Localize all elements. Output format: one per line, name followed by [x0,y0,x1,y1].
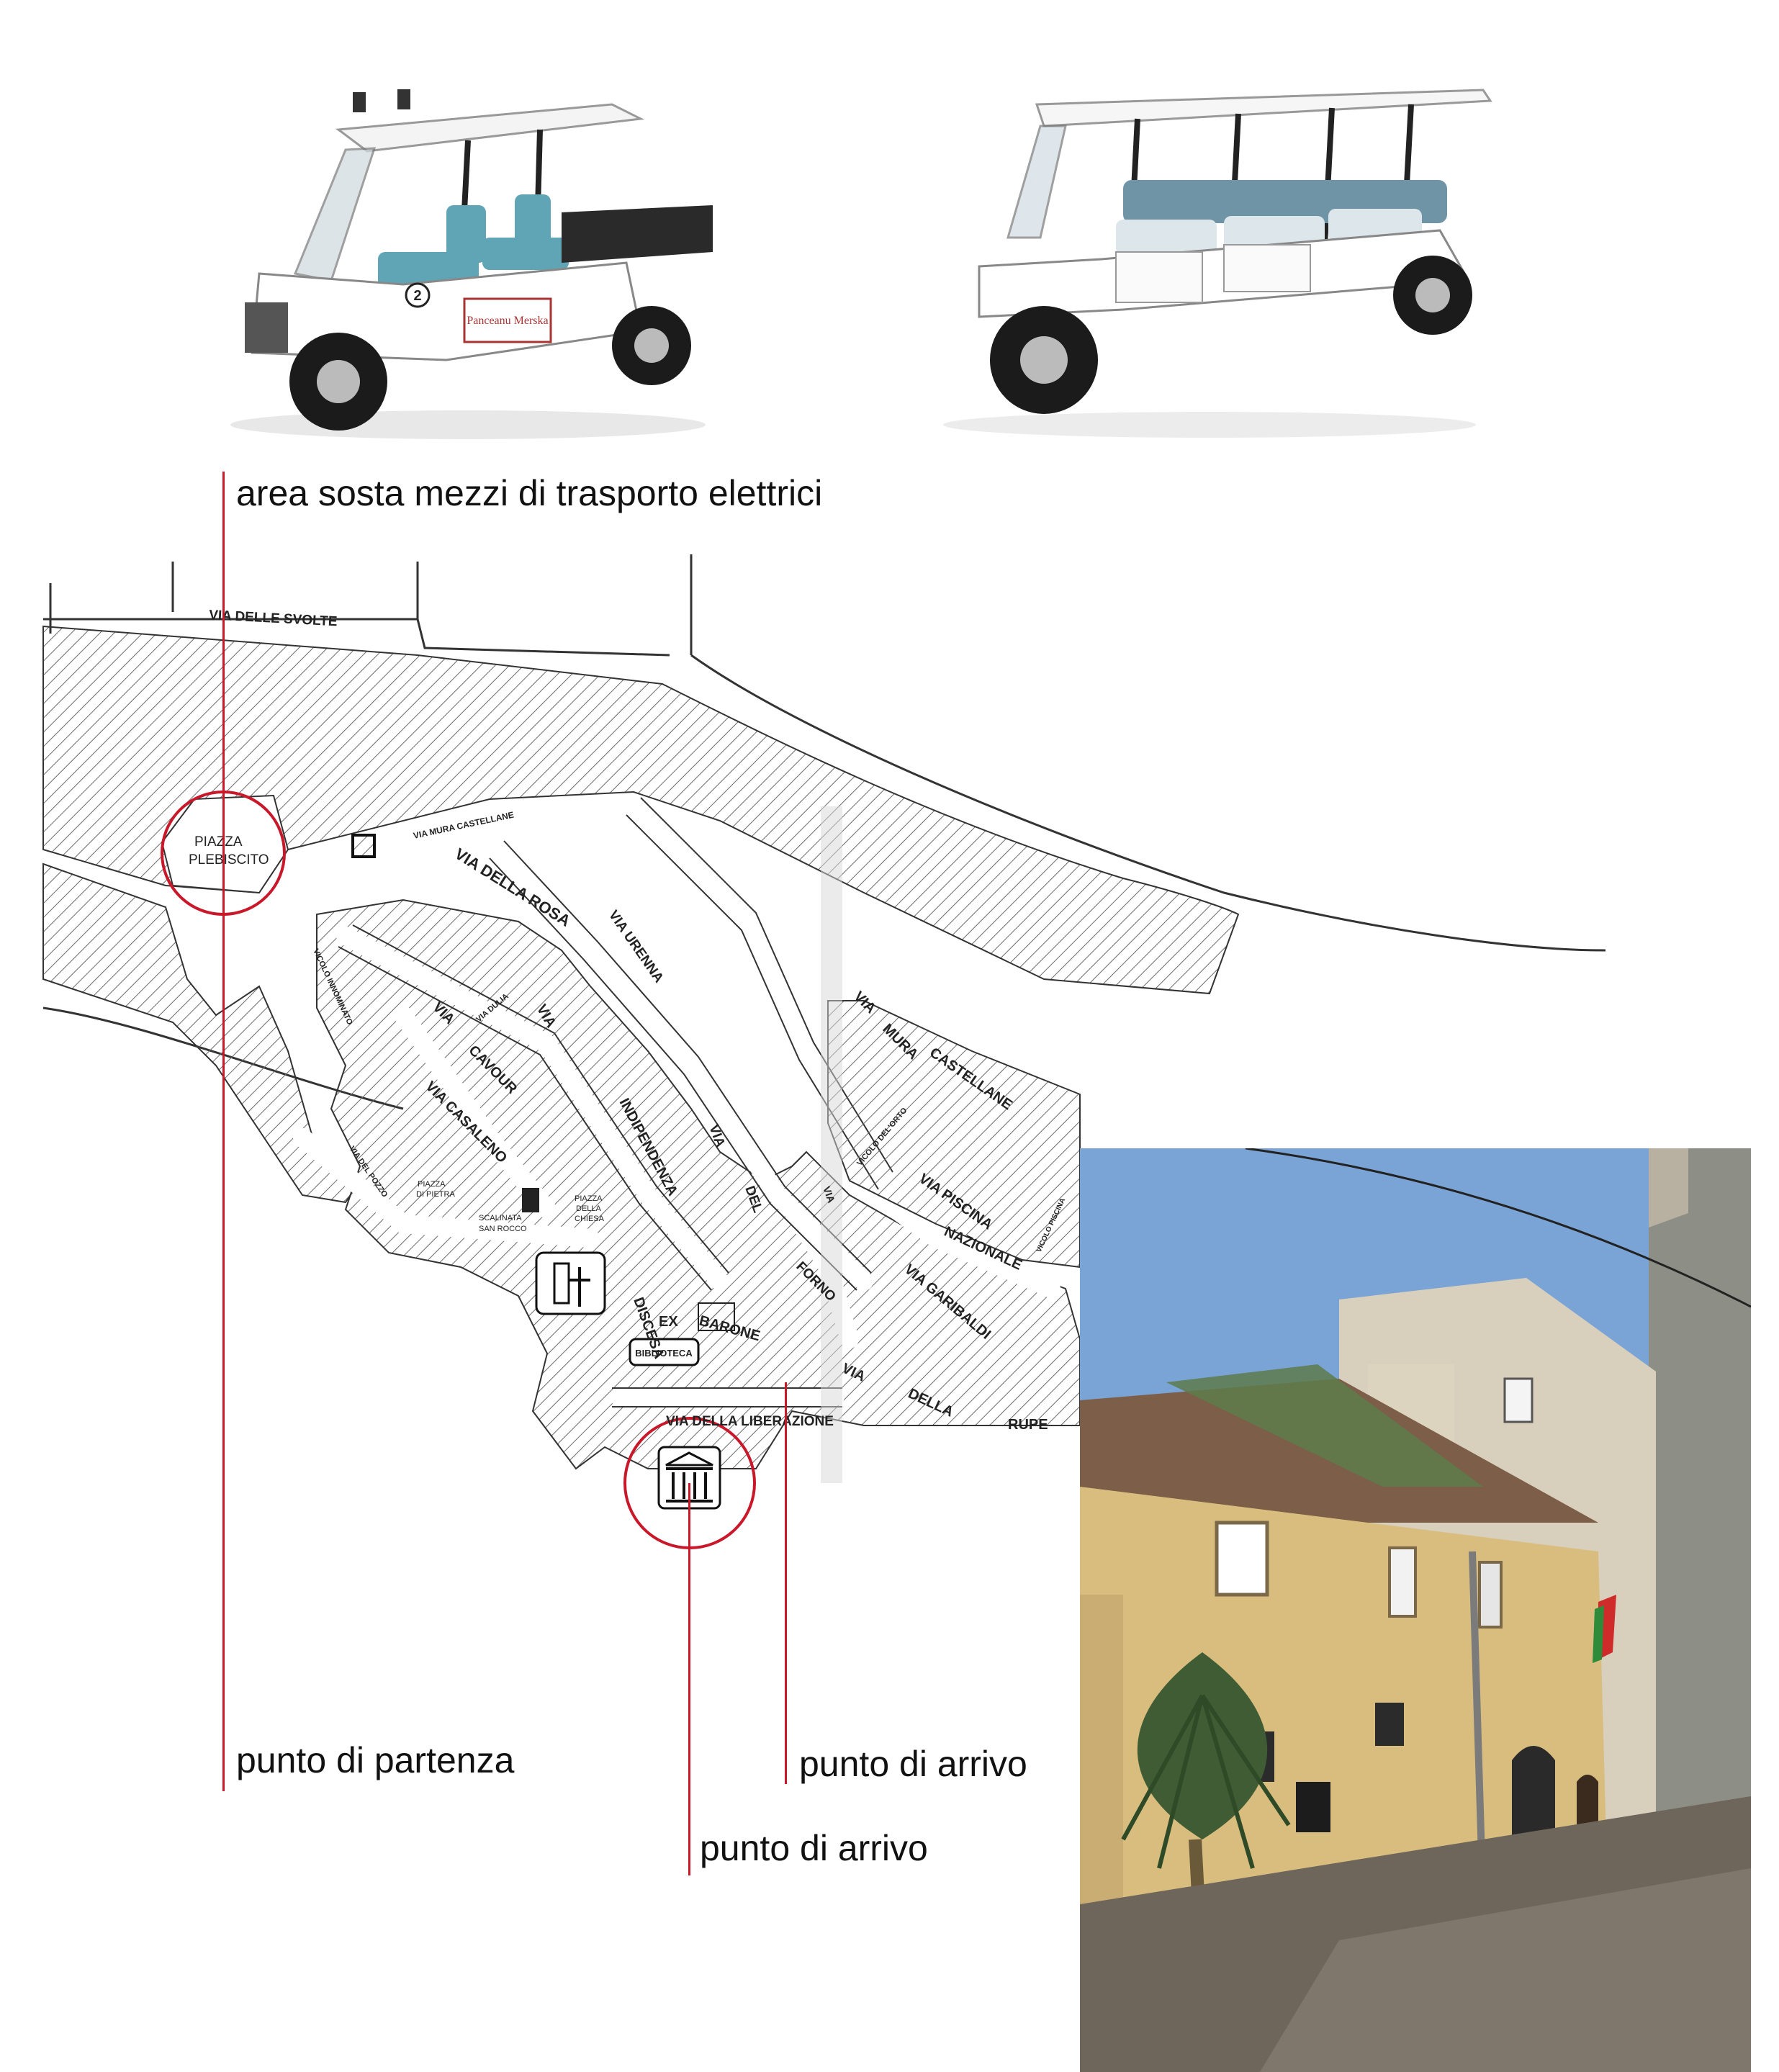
church-icon [535,1251,606,1315]
street-via-della-liberazione: VIA DELLA LIBERAZIONE [666,1414,834,1429]
city-block [42,625,1240,995]
place-piazza-plebiscito-1: PIAZZA [194,834,243,850]
place-piazza-chiesa-1: PIAZZA [575,1194,603,1203]
arrival-point-label-1: punto di arrivo [799,1744,1027,1784]
street-via-small: VIA [821,1185,837,1204]
place-piazza-di-pietra-2: DI PIETRA [416,1190,455,1199]
arrival-callout-line-1 [785,1382,787,1784]
city-block [316,898,1081,1470]
place-piazza-di-pietra-1: PIAZZA [418,1180,446,1189]
electric-cart-4-seat-photo: Panceanu Merska 2 [230,89,713,439]
cart-sign-text: Panceanu Merska [467,315,548,327]
place-piazza-chiesa-3: CHIESA [575,1215,605,1223]
place-scalinata-2: SAN ROCCO [479,1225,527,1233]
electric-cart-8-seat-photo [943,89,1492,438]
start-callout-line [222,472,225,1791]
parking-area-label: area sosta mezzi di trasporto elettrici [236,473,823,513]
town-hall-street-photo [1080,1148,1751,2072]
arrival-callout-line-2 [688,1483,690,1875]
arrival-point-label-2: punto di arrivo [700,1828,928,1868]
place-biblioteca: BIBLIOTECA [635,1348,693,1359]
town-map: BIBLIOTECA VIA DELLE SVOLTE VIA MURA CAS… [42,554,1606,1549]
street-via-della-rupe-3: RUPE [1008,1417,1048,1433]
street-via-delle-svolte: VIA DELLE SVOLTE [209,608,338,629]
street-ex: EX [659,1314,678,1330]
place-scalinata-1: SCALINATA [479,1214,522,1222]
place-piazza-chiesa-2: DELLA [576,1204,602,1213]
place-piazza-plebiscito-2: PLEBISCITO [189,852,269,868]
cart-number-badge: 2 [413,288,421,304]
start-point-label: punto di partenza [236,1740,515,1780]
